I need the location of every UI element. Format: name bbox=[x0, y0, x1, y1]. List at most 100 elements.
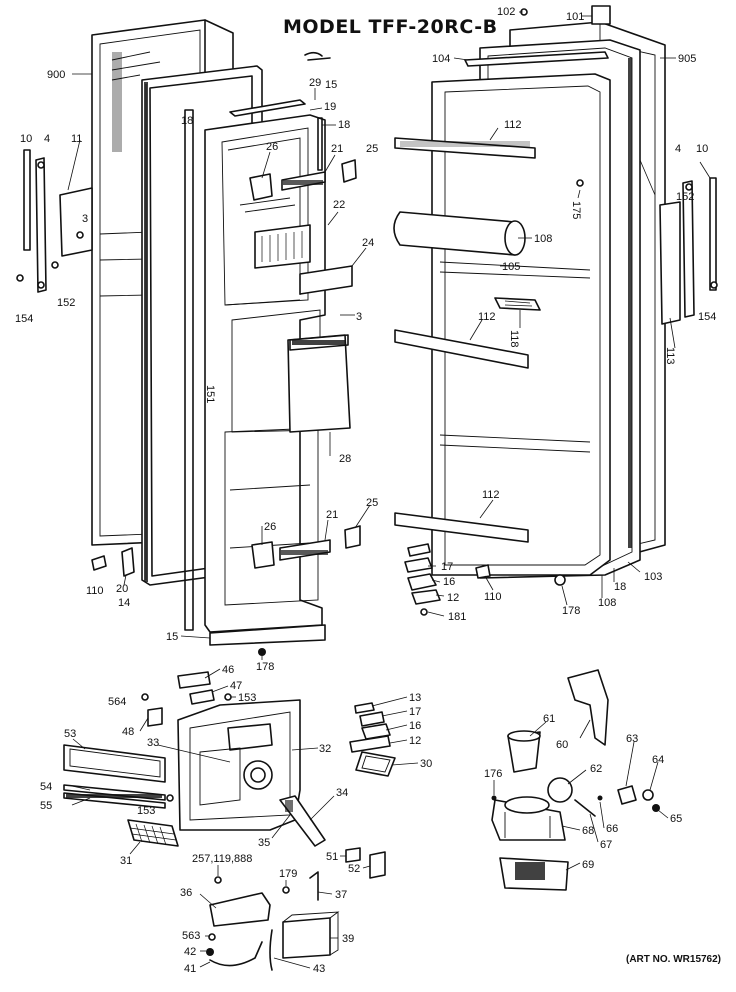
label-154-left: 154 bbox=[15, 313, 33, 325]
freezer-liner bbox=[204, 99, 353, 656]
right-door-small-parts bbox=[404, 543, 566, 616]
drip-tray-grille-31 bbox=[127, 819, 179, 847]
label-68: 68 bbox=[582, 825, 594, 837]
funnel-61 bbox=[507, 730, 541, 773]
part-52 bbox=[369, 851, 386, 879]
label-181: 181 bbox=[448, 611, 466, 623]
right-hinge-parts bbox=[520, 5, 718, 325]
label-26-lower: 26 bbox=[264, 521, 276, 533]
housing-69 bbox=[499, 857, 569, 891]
label-46: 46 bbox=[222, 664, 234, 676]
part-43 bbox=[269, 929, 273, 971]
part-13 bbox=[354, 702, 375, 714]
label-11: 11 bbox=[71, 133, 82, 145]
label-112-top: 112 bbox=[504, 119, 522, 131]
part-16 bbox=[361, 723, 391, 740]
part-51 bbox=[345, 847, 361, 863]
part-41 bbox=[209, 941, 263, 967]
label-55: 55 bbox=[40, 800, 52, 812]
part-564 bbox=[141, 693, 149, 701]
bracket-60 bbox=[567, 669, 609, 746]
label-106: 108 bbox=[534, 233, 552, 245]
label-61: 61 bbox=[543, 713, 555, 725]
label-175: 175 bbox=[570, 201, 582, 219]
label-101: 101 bbox=[566, 11, 584, 23]
label-4-left: 4 bbox=[44, 133, 50, 145]
label-35: 35 bbox=[258, 837, 270, 849]
label-42: 42 bbox=[184, 946, 196, 958]
label-112-mid: 112 bbox=[478, 311, 496, 323]
label-43: 43 bbox=[313, 963, 325, 975]
label-118: 118 bbox=[508, 330, 520, 348]
label-29: 29 bbox=[309, 77, 321, 89]
label-102: 102 bbox=[497, 6, 515, 18]
part-12 bbox=[349, 735, 391, 753]
label-13: 13 bbox=[409, 692, 421, 704]
label-179: 179 bbox=[279, 868, 297, 880]
label-152-right: 152 bbox=[676, 191, 694, 203]
label-17-upper: 17 bbox=[441, 561, 453, 573]
label-17-lower: 17 bbox=[409, 706, 421, 718]
solenoid-63 bbox=[617, 785, 637, 805]
dispenser-housing-32 bbox=[177, 699, 301, 831]
part-47 bbox=[189, 689, 215, 705]
art-number: (ART NO. WR15762) bbox=[626, 954, 721, 965]
label-14: 14 bbox=[118, 597, 130, 609]
label-113: 113 bbox=[664, 347, 676, 365]
label-69: 69 bbox=[582, 859, 594, 871]
label-564: 564 bbox=[108, 696, 126, 708]
label-48: 48 bbox=[122, 726, 134, 738]
label-21-upper: 21 bbox=[331, 143, 343, 155]
label-24: 24 bbox=[362, 237, 374, 249]
label-16-lower: 16 bbox=[409, 720, 421, 732]
label-62: 62 bbox=[590, 763, 602, 775]
label-31: 31 bbox=[120, 855, 132, 867]
label-12-upper: 12 bbox=[447, 592, 459, 604]
label-900: 900 bbox=[47, 69, 65, 81]
label-153-lower: 153 bbox=[137, 805, 155, 817]
ice-chute-68 bbox=[491, 796, 566, 841]
label-563: 563 bbox=[182, 930, 200, 942]
label-66: 66 bbox=[606, 823, 618, 835]
label-30: 30 bbox=[420, 758, 432, 770]
label-51: 51 bbox=[326, 851, 338, 863]
label-63: 63 bbox=[626, 733, 638, 745]
label-60: 60 bbox=[556, 739, 568, 751]
label-52: 52 bbox=[348, 863, 360, 875]
part-64 bbox=[642, 789, 654, 801]
label-176: 176 bbox=[484, 768, 502, 780]
label-153-upper: 153 bbox=[238, 692, 256, 704]
label-110-right: 110 bbox=[484, 591, 502, 603]
label-905: 905 bbox=[678, 53, 696, 65]
label-3-left: 3 bbox=[82, 213, 88, 225]
label-18-left: 18 bbox=[181, 115, 193, 127]
label-65: 65 bbox=[670, 813, 682, 825]
label-4-right: 4 bbox=[675, 143, 681, 155]
label-110-left: 110 bbox=[86, 585, 104, 597]
part-153-lower bbox=[166, 794, 174, 802]
label-151: 151 bbox=[204, 385, 216, 403]
label-105: 105 bbox=[502, 261, 520, 273]
part-29 bbox=[304, 51, 331, 61]
label-36: 36 bbox=[180, 887, 192, 899]
leader-lines bbox=[67, 11, 711, 969]
label-18-right: 18 bbox=[614, 581, 626, 593]
label-108: 108 bbox=[598, 597, 616, 609]
label-112-bottom: 112 bbox=[482, 489, 500, 501]
label-19: 19 bbox=[324, 101, 336, 113]
label-178-right: 178 bbox=[562, 605, 580, 617]
label-178-left: 178 bbox=[256, 661, 274, 673]
label-10-right: 10 bbox=[696, 143, 708, 155]
label-25-lower: 25 bbox=[366, 497, 378, 509]
label-15-bottom: 15 bbox=[166, 631, 178, 643]
part-563 bbox=[208, 933, 216, 941]
label-32: 32 bbox=[319, 743, 331, 755]
part-62 bbox=[547, 777, 573, 803]
label-28: 28 bbox=[339, 453, 351, 465]
left-hinge-parts bbox=[16, 149, 93, 293]
label-41: 41 bbox=[184, 963, 196, 975]
part-17 bbox=[359, 711, 385, 727]
label-53: 53 bbox=[64, 728, 76, 740]
label-26-upper: 26 bbox=[266, 141, 278, 153]
